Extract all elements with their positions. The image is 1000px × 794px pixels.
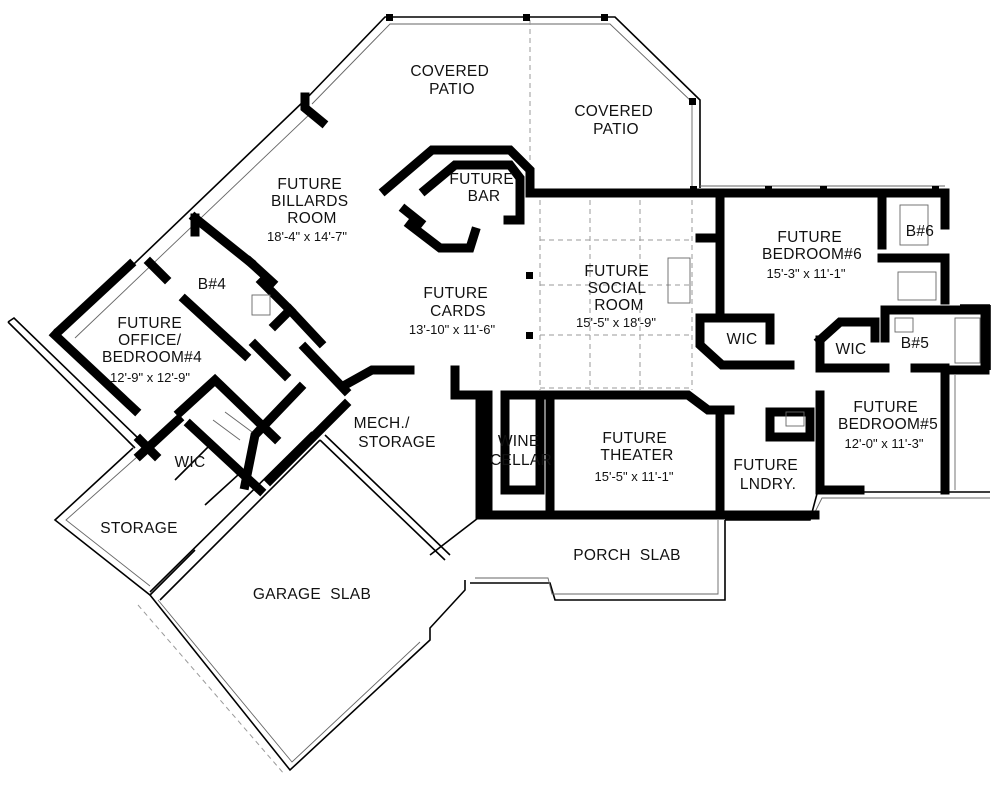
- walls: [48, 92, 990, 520]
- labels: COVERED PATIO COVERED PATIO FUTURE BILLA…: [100, 63, 938, 603]
- wic-office-label: WIC: [174, 454, 205, 471]
- bath4-label: B#4: [198, 276, 227, 293]
- wic-bath5-label: WIC: [835, 341, 866, 358]
- wic-bedroom6-label: WIC: [726, 331, 757, 348]
- garage-slab-label: GARAGE SLAB: [253, 586, 371, 603]
- theater-dimensions: 15'-5" x 11'-1": [595, 469, 674, 484]
- porch-slab-label: PORCH SLAB: [573, 547, 681, 564]
- wine-cellar-label: WINE CELLAR: [490, 433, 552, 469]
- bedroom5-dimensions: 12'-0" x 11'-3": [845, 436, 924, 451]
- billiards-label: FUTURE BILLARDS ROOM: [271, 176, 353, 227]
- bedroom6-dimensions: 15'-3" x 11'-1": [767, 266, 846, 281]
- covered-patio-2-label: COVERED PATIO: [574, 103, 657, 138]
- cards-label: FUTURE CARDS: [423, 285, 492, 320]
- storage-label: STORAGE: [100, 520, 178, 537]
- social-room-grid: [539, 200, 693, 390]
- bedroom6-label: FUTURE BEDROOM#6: [762, 229, 862, 263]
- bath6-label: B#6: [906, 223, 934, 240]
- fixtures: [212, 204, 981, 441]
- covered-patio-1-label: COVERED PATIO: [410, 63, 493, 98]
- bath5-label: B#5: [901, 335, 929, 352]
- office-label: FUTURE OFFICE/ BEDROOM#4: [102, 315, 202, 366]
- bar-label: FUTURE BAR: [449, 171, 518, 205]
- social-room-dimensions: 15'-5" x 18'-9": [576, 315, 656, 330]
- posts: [301, 14, 939, 339]
- mech-storage-label: MECH./ STORAGE: [354, 415, 436, 451]
- social-room-label: FUTURE SOCIAL ROOM: [584, 263, 653, 314]
- office-dimensions: 12'-9" x 12'-9": [110, 370, 190, 385]
- cards-dimensions: 13'-10" x 11'-6": [409, 322, 496, 337]
- bedroom5-label: FUTURE BEDROOM#5: [838, 399, 938, 433]
- theater-label: FUTURE THEATER: [600, 430, 673, 464]
- billiards-dimensions: 18'-4" x 14'-7": [267, 229, 347, 244]
- laundry-label: FUTURE LNDRY.: [733, 457, 802, 493]
- thin-outlines: [7, 16, 991, 776]
